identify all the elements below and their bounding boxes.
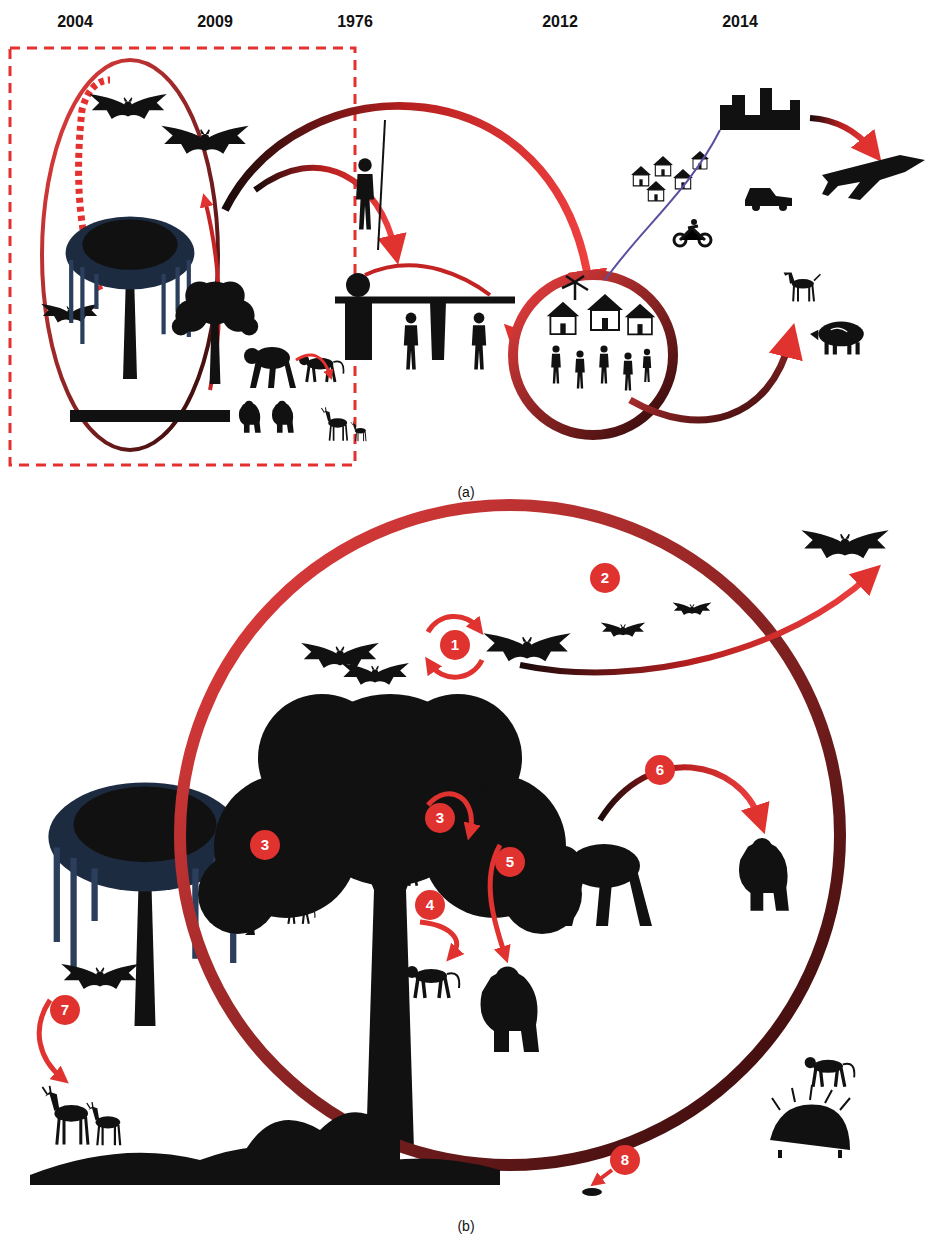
callout-number: 8 [610,1145,640,1175]
panel-label: (a) [454,484,477,500]
callout-number: 1 [440,630,470,660]
year-label: 2009 [197,13,233,31]
panel-label: (b) [454,1218,477,1234]
callout-number: 5 [495,847,525,877]
year-label: 2014 [722,13,758,31]
callout-number: 6 [645,755,675,785]
year-label: 2004 [57,13,93,31]
callout-number: 3 [425,803,455,833]
callout-number: 3 [250,830,280,860]
callout-number: 4 [415,890,445,920]
callout-number: 2 [590,563,620,593]
year-label: 2012 [542,13,578,31]
year-label: 1976 [337,13,373,31]
callout-number: 7 [50,995,80,1025]
